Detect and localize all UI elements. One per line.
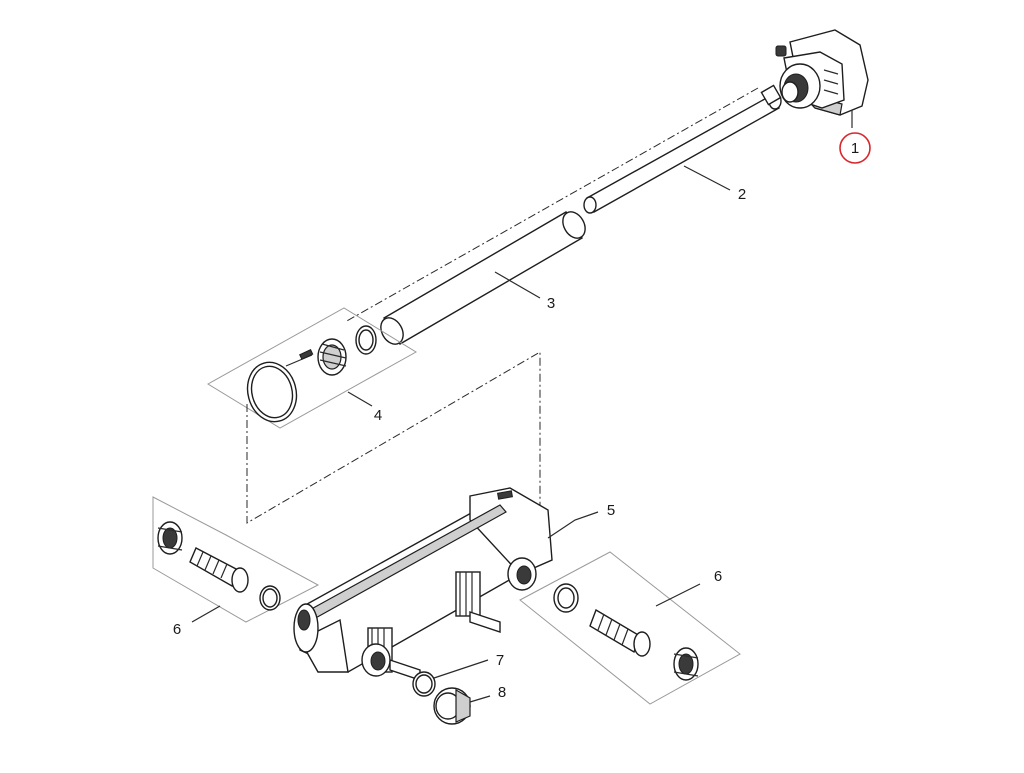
axis-line-main <box>344 87 759 323</box>
part-8-union-nut[interactable] <box>433 687 471 725</box>
leader-line-7 <box>433 659 489 679</box>
highlight-circle <box>839 132 871 164</box>
callout-label-1: 1 <box>851 140 859 157</box>
group-box-6-left <box>152 496 320 623</box>
leader-line-6a <box>191 605 221 623</box>
dashed-connector-4-to-5 <box>246 351 541 524</box>
callout-label-2: 2 <box>738 186 746 203</box>
callout-label-7: 7 <box>496 652 504 669</box>
leader-line-8 <box>469 695 491 703</box>
part-6-connector-left[interactable] <box>157 521 281 611</box>
part-4-seal-kit[interactable] <box>241 325 377 427</box>
callout-1[interactable]: 1 <box>839 132 871 164</box>
callout-label-3: 3 <box>547 295 555 312</box>
leader-line-6b <box>655 583 701 607</box>
leader-line-5 <box>547 511 599 539</box>
group-box-4 <box>207 307 417 429</box>
callout-label-8: 8 <box>498 684 506 701</box>
part-5-housing[interactable] <box>293 487 553 681</box>
callout-label-6-left: 6 <box>173 621 181 638</box>
callout-label-6-right: 6 <box>714 568 722 585</box>
part-3-quartz-tube[interactable] <box>376 208 589 348</box>
callout-label-5: 5 <box>607 502 615 519</box>
callout-label-4: 4 <box>374 407 382 424</box>
group-box-6-right <box>519 551 741 705</box>
part-1-lamp-cap[interactable] <box>775 29 869 116</box>
part-7-o-ring[interactable] <box>412 671 436 697</box>
part-6-connector-right[interactable] <box>553 583 699 681</box>
leader-line-2 <box>683 165 731 191</box>
leader-line-4 <box>347 391 373 407</box>
leader-line-3 <box>494 271 541 299</box>
part-2-uvc-lamp[interactable] <box>583 84 782 214</box>
